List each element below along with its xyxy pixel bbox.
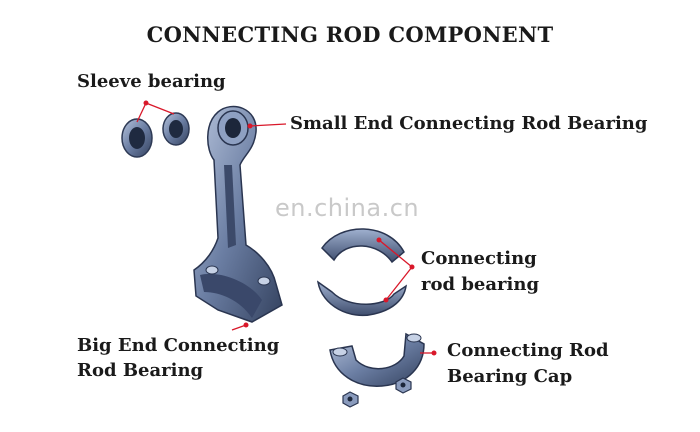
label-sleeve-bearing: Sleeve bearing	[77, 71, 226, 92]
nut-right	[395, 377, 412, 394]
bearing-shell-upper	[321, 228, 405, 264]
label-big-end-bearing-line2: Rod Bearing	[77, 360, 204, 381]
label-bearing-cap-line1: Connecting Rod	[447, 340, 609, 361]
label-bearing-cap-line2: Bearing Cap	[447, 366, 573, 387]
bearing-cap	[329, 332, 425, 387]
nut-left	[342, 391, 359, 408]
bearing-shell-lower	[316, 280, 407, 317]
label-small-end-bearing: Small End Connecting Rod Bearing	[290, 113, 648, 134]
sleeve-bearing-left	[121, 118, 153, 158]
sleeve-bearing-right	[162, 112, 190, 146]
connecting-rod	[193, 105, 283, 323]
label-big-end-bearing-line1: Big End Connecting	[77, 335, 280, 356]
diagram-title: CONNECTING ROD COMPONENT	[146, 22, 554, 47]
label-connecting-rod-bearing-line1: Connecting	[421, 248, 537, 269]
label-connecting-rod-bearing-line2: rod bearing	[421, 274, 540, 295]
leader-lines	[136, 100, 437, 356]
watermark: en.china.cn	[275, 194, 420, 222]
